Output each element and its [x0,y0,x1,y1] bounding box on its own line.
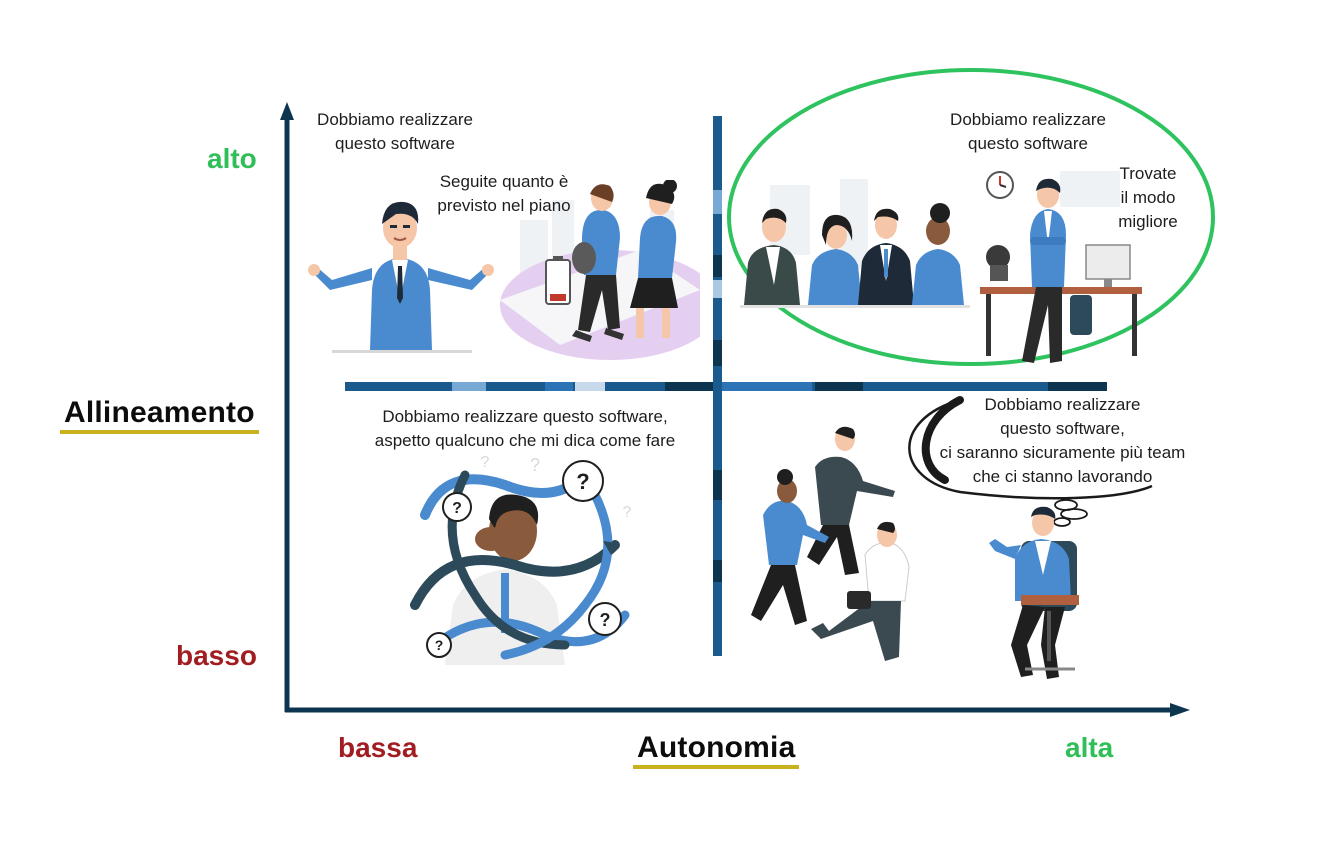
bottom-right-line-3: ci saranno sicuramente più team [939,443,1186,462]
seated-man-figure [989,506,1079,679]
bottom-left-line-2: aspetto qualcuno che mi dica come fare [374,431,676,450]
top-right-hint-caption: Trovate il modo migliore [1108,162,1188,234]
thought-bubbles-icon [1053,499,1088,527]
battery-low-icon [545,256,571,305]
confused-person-illustration: ? ? ? ? ? ? ? [410,455,632,665]
x-axis-title-underline [633,765,800,769]
walking-woman-figure [572,184,624,342]
y-axis-arrow-icon [280,102,294,120]
top-right-hint-line-1: Trovate [1119,164,1177,183]
manager-instructing-illustration [308,180,700,360]
top-left-plan-line-2: previsto nel piano [437,196,571,215]
svg-text:?: ? [600,610,611,630]
top-left-line-2: questo software [334,134,455,153]
svg-text:?: ? [576,469,589,494]
question-mark-icons: ? ? ? ? ? ? ? [426,455,632,658]
x-axis-arrow-icon [1170,703,1190,717]
boss-figure [1022,178,1066,363]
manager-figure [308,201,494,353]
y-axis-title-text: Allineamento [64,396,255,429]
top-right-line-1: Dobbiamo realizzare [950,110,1106,129]
top-left-plan-caption: Seguite quanto è previsto nel piano [420,170,588,218]
highlight-ellipse [727,68,1215,366]
top-left-caption: Dobbiamo realizzare questo software [300,108,490,156]
bottom-right-line-2: questo software, [1000,419,1125,438]
bottom-left-caption: Dobbiamo realizzare questo software, asp… [350,405,700,453]
bottom-right-caption: Dobbiamo realizzare questo software, ci … [920,393,1205,489]
svg-text:?: ? [481,455,490,471]
horizontal-divider [345,382,1107,391]
y-axis-title-underline [60,430,259,434]
running-woman-figure [751,469,829,625]
top-right-hint-line-2: il modo [1120,188,1176,207]
top-left-plan-line-1: Seguite quanto è [439,172,569,191]
walking-woman-figure-2 [630,180,678,338]
running-man-figure-2 [811,521,910,661]
bottom-right-line-1: Dobbiamo realizzare [984,395,1141,414]
top-right-caption: Dobbiamo realizzare questo software [933,108,1123,156]
top-right-line-2: questo software [967,134,1088,153]
team-collaboration-illustration [740,171,1142,363]
bottom-right-line-4: che ci stanno lavorando [972,467,1153,486]
speech-bubble-outline [908,398,1153,500]
running-teams-illustration [751,426,1079,679]
x-axis-low-label: bassa [338,732,418,763]
bottom-left-line-1: Dobbiamo realizzare questo software, [382,407,668,426]
svg-text:?: ? [530,455,540,475]
plant-icon [986,245,1010,281]
top-left-line-1: Dobbiamo realizzare [317,110,473,129]
y-axis-title: Allineamento [60,396,259,434]
svg-text:?: ? [435,637,444,653]
top-right-hint-line-3: migliore [1118,212,1178,231]
x-axis-title: Autonomia [633,731,800,769]
x-axis-title-text: Autonomia [637,731,796,764]
svg-text:?: ? [623,504,632,521]
x-axis-high-label: alta [1065,732,1114,763]
team-members [740,203,970,308]
y-axis-high-label: alto [207,143,257,174]
wall-clock-icon [986,171,1014,199]
svg-text:?: ? [452,500,462,517]
y-axis-low-label: basso [176,640,257,671]
